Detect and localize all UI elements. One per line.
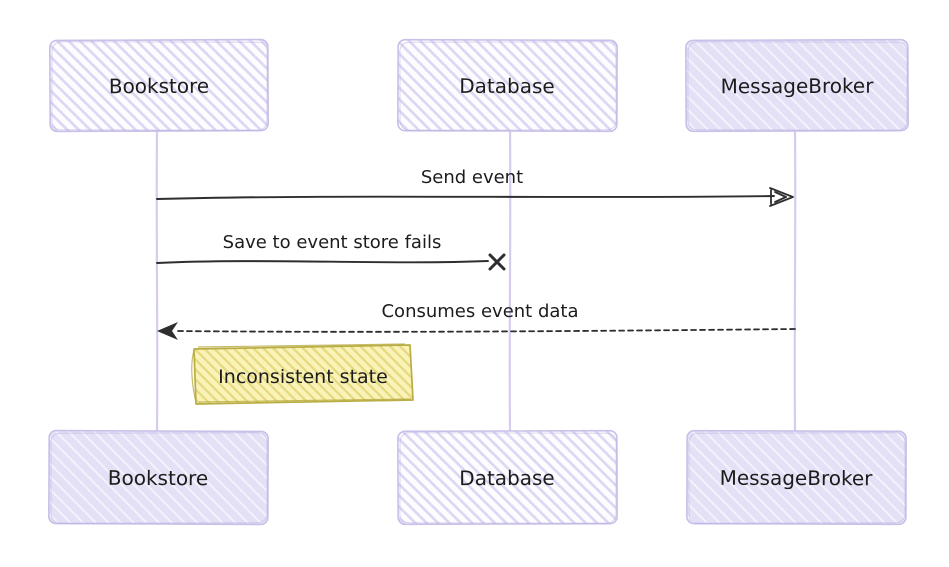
actor-label-bookstore-bottom: Bookstore bbox=[108, 466, 208, 490]
message-label-save-fails: Save to event store fails bbox=[223, 232, 442, 253]
open-arrowhead-icon bbox=[769, 187, 794, 207]
actor-box-database-bottom: Database bbox=[397, 429, 618, 526]
lifeline-messagebroker bbox=[793, 130, 797, 432]
lifeline-database bbox=[508, 130, 512, 432]
actor-box-messagebroker-bottom: MessageBroker bbox=[686, 429, 907, 526]
message-send-event: Send event bbox=[156, 167, 794, 207]
message-label-consumes-event: Consumes event data bbox=[381, 301, 578, 322]
actor-label-database-bottom: Database bbox=[459, 466, 555, 490]
message-consumes-event: Consumes event data bbox=[157, 301, 796, 340]
message-line-send-event bbox=[156, 195, 775, 200]
actor-box-database-top: Database bbox=[397, 38, 618, 133]
note-inconsistent-state: Inconsistent state bbox=[191, 343, 414, 405]
lifeline-bookstore bbox=[155, 130, 159, 432]
actor-label-messagebroker-top: MessageBroker bbox=[721, 74, 875, 99]
cross-marker-icon bbox=[488, 253, 506, 271]
message-save-fails: Save to event store fails bbox=[156, 232, 506, 271]
actor-box-bookstore-top: Bookstore bbox=[49, 38, 269, 133]
message-label-send-event: Send event bbox=[421, 167, 523, 188]
actor-label-bookstore-top: Bookstore bbox=[109, 74, 209, 98]
actor-label-messagebroker-bottom: MessageBroker bbox=[720, 466, 874, 491]
message-line-save-fails bbox=[156, 260, 489, 264]
note-label: Inconsistent state bbox=[218, 366, 388, 388]
actor-label-database-top: Database bbox=[459, 74, 555, 98]
message-line-consumes-event bbox=[175, 328, 796, 333]
actor-box-messagebroker-top: MessageBroker bbox=[685, 38, 909, 133]
filled-arrowhead-icon bbox=[157, 322, 178, 340]
actor-box-bookstore-bottom: Bookstore bbox=[48, 429, 269, 526]
